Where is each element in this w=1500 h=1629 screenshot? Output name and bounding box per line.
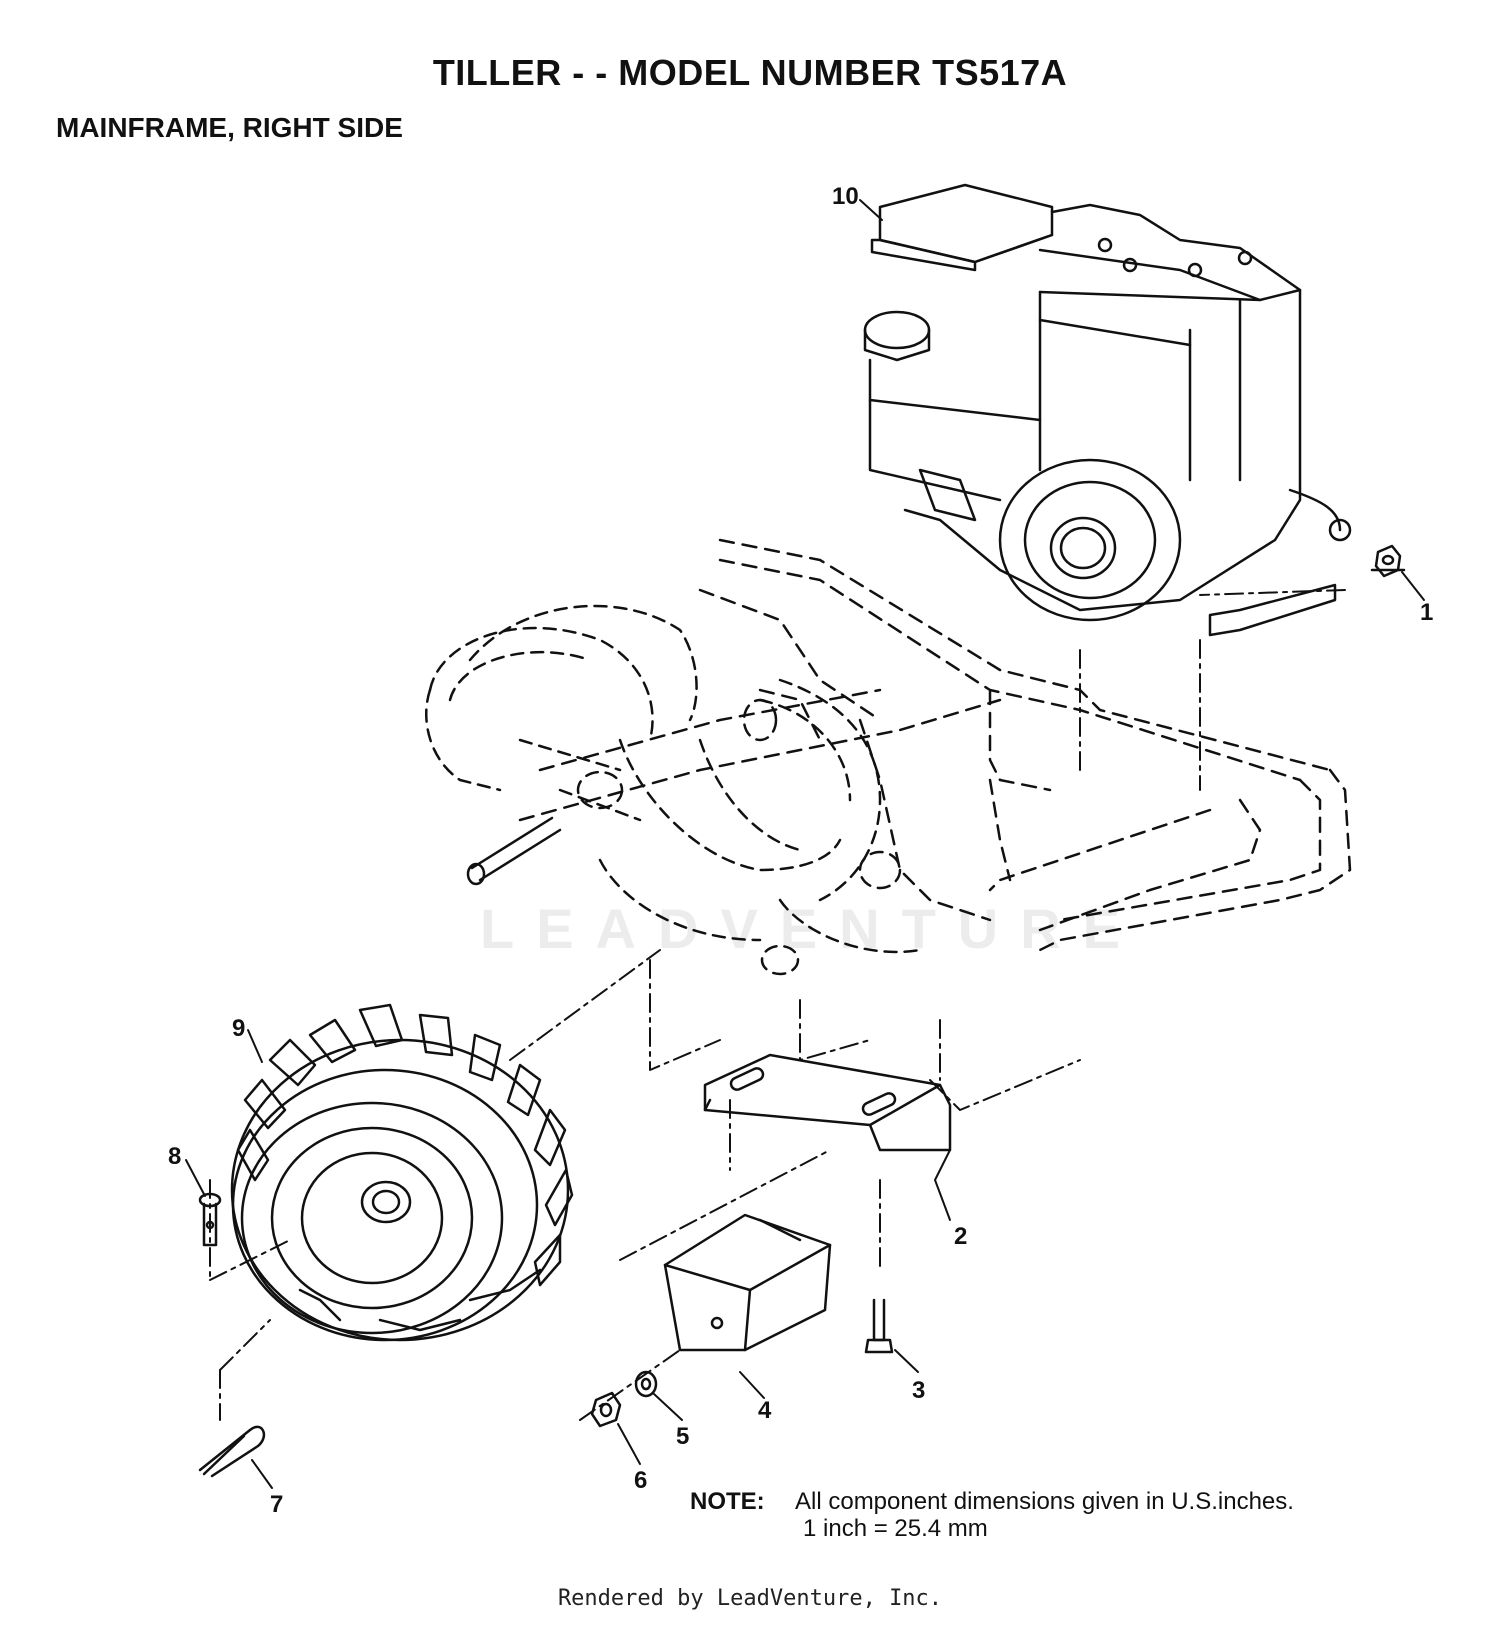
tine-assembly	[425, 604, 922, 976]
callout-10: 10	[832, 183, 859, 210]
callout-4: 4	[758, 1397, 772, 1424]
clevis-pin	[198, 1192, 222, 1247]
dimension-note: NOTE: All component dimensions given in …	[690, 1488, 1294, 1542]
leader-lines	[185, 199, 1425, 1489]
callout-8: 8	[168, 1143, 181, 1170]
render-credit: Rendered by LeadVenture, Inc.	[557, 1586, 943, 1611]
engine	[863, 183, 1352, 637]
nut	[590, 1391, 622, 1428]
callout-2: 2	[954, 1223, 967, 1250]
watermark: LEADVENTURE	[480, 897, 1143, 960]
note-line-1: All component dimensions given in U.S.in…	[795, 1488, 1294, 1515]
note-body: All component dimensions given in U.S.in…	[795, 1488, 1294, 1542]
callout-1: 1	[1420, 599, 1433, 626]
callout-7: 7	[270, 1491, 283, 1518]
diagram-subtitle: MAINFRAME, RIGHT SIDE	[56, 112, 403, 143]
bracket	[703, 1053, 952, 1152]
diagram-title: TILLER - - MODEL NUMBER TS517A	[432, 52, 1068, 93]
callout-5: 5	[676, 1423, 689, 1450]
washer	[634, 1370, 658, 1398]
callout-9: 9	[232, 1015, 245, 1042]
mainframe	[518, 538, 1352, 952]
note-label: NOTE:	[690, 1488, 765, 1515]
callout-3: 3	[912, 1377, 925, 1404]
bolt	[864, 1298, 894, 1354]
hairpin-clip	[198, 1425, 266, 1478]
alignment-lines	[209, 589, 1346, 1421]
weight	[663, 1213, 832, 1352]
callout-6: 6	[634, 1467, 647, 1494]
tine-shaft	[466, 816, 562, 886]
flange-nut	[1370, 544, 1406, 578]
wheel	[230, 1003, 574, 1342]
note-line-2: 1 inch = 25.4 mm	[803, 1515, 988, 1542]
